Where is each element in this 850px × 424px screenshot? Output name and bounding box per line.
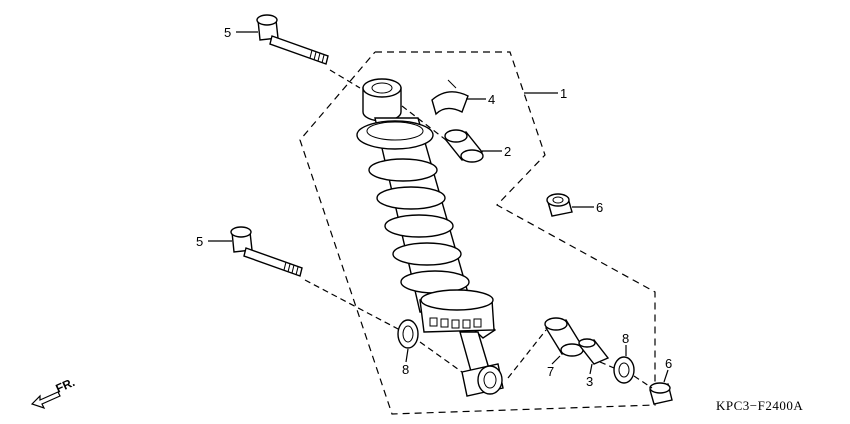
callout-4: 4 — [488, 92, 495, 107]
part-3-collar — [578, 338, 610, 365]
diagram-code: KPC3−F2400A — [716, 398, 803, 413]
callout-2: 2 — [504, 144, 511, 159]
callout-5-upper: 5 — [224, 25, 231, 40]
part-8-seal-left — [397, 319, 419, 349]
bolt-thread-lower — [283, 261, 299, 276]
part-8-seal-right — [613, 356, 635, 384]
part-5-bolt-upper — [256, 14, 329, 65]
callout-5-lower: 5 — [196, 234, 203, 249]
alignment-lines — [304, 69, 653, 389]
bolt-thread-upper — [309, 49, 325, 64]
callout-3: 3 — [586, 374, 593, 389]
callout-6-lower: 6 — [665, 356, 672, 371]
leader-lines — [208, 31, 669, 383]
part-6-nut-lower — [649, 382, 673, 405]
part-7-bushing — [544, 317, 584, 357]
part-4-shim — [431, 79, 469, 116]
adjuster-ring-slots — [429, 317, 482, 329]
part-6-nut-upper — [546, 193, 573, 217]
callout-7: 7 — [547, 364, 554, 379]
callout-6-upper: 6 — [596, 200, 603, 215]
front-direction-indicator: FR. — [30, 375, 77, 410]
callout-8-left: 8 — [402, 362, 409, 377]
assembly-boundary — [299, 51, 656, 415]
part-2-collar — [444, 129, 484, 163]
part-5-bolt-lower — [230, 226, 303, 277]
direction-label: FR. — [54, 375, 77, 396]
shock-absorber — [356, 78, 504, 397]
coil-spring — [368, 158, 470, 294]
callout-1: 1 — [560, 86, 567, 101]
direction-arrow-icon — [30, 391, 61, 410]
callout-8-right: 8 — [622, 331, 629, 346]
